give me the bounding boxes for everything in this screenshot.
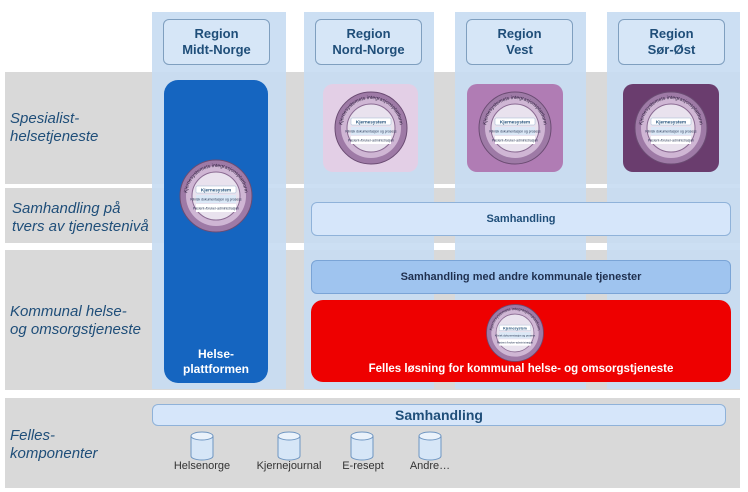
database-icon-e-resept (350, 431, 374, 466)
svg-text:Klinisk dokumentasjon og prose: Klinisk dokumentasjon og prosess (495, 334, 536, 338)
felles-losning-label: Felles løsning for kommunal helse- og om… (368, 363, 674, 375)
region-vest: Region Vest (466, 19, 573, 65)
database-icon-helsenorge (190, 431, 214, 466)
component-label-e-resept: E-resept (342, 460, 384, 472)
ring-helseplattformen: Kjernesystemets integrasjonsplattform Kj… (179, 159, 253, 233)
ring-vest: Kjernesystemets integrasjonsplattform Kj… (478, 91, 552, 165)
ring-felles: Kjernesystemets integrasjonsplattform Kj… (486, 304, 544, 362)
region-line2: Sør-Øst (647, 42, 696, 57)
region-line1: Region (194, 26, 239, 41)
row-label-spesialist: Spesialist- helsetjeneste (10, 110, 99, 145)
region-line2: Nord-Norge (332, 42, 405, 57)
database-icon-andre (418, 431, 442, 466)
region-midt-norge: Region Midt-Norge (163, 19, 270, 65)
samhandling-bar: Samhandling (311, 202, 731, 236)
svg-text:Pasient-/bruker-administrasjon: Pasient-/bruker-administrasjon (648, 139, 694, 143)
svg-text:Pasient-/bruker-administrasjon: Pasient-/bruker-administrasjon (497, 341, 534, 345)
row-label-samhandling: Samhandling på tvers av tjenestenivå (12, 200, 149, 235)
row-label-kommunal: Kommunal helse- og omsorgstjeneste (10, 303, 141, 338)
helseplattformen-label: Helse- plattformen (183, 347, 249, 376)
svg-text:Pasient-/bruker-administrasjon: Pasient-/bruker-administrasjon (348, 139, 394, 143)
svg-text:Kjernesystem: Kjernesystem (503, 326, 527, 330)
svg-text:Kjernesystem: Kjernesystem (500, 120, 530, 125)
region-nord-norge: Region Nord-Norge (315, 19, 422, 65)
svg-text:Klinisk dokumentasjon og prose: Klinisk dokumentasjon og prosess (489, 130, 541, 134)
region-line1: Region (346, 26, 391, 41)
ring-sor-ost: Kjernesystemets integrasjonsplattform Kj… (634, 91, 708, 165)
samhandling-bottom-bar: Samhandling (152, 404, 726, 426)
region-line1: Region (649, 26, 694, 41)
svg-text:Kjernesystem: Kjernesystem (656, 120, 686, 125)
region-sor-ost: Region Sør-Øst (618, 19, 725, 65)
svg-text:Pasient-/bruker-administrasjon: Pasient-/bruker-administrasjon (193, 207, 239, 211)
region-line1: Region (497, 26, 542, 41)
region-line2: Midt-Norge (182, 42, 251, 57)
row-label-felles: Felles- komponenter (10, 427, 98, 462)
region-line2: Vest (506, 42, 533, 57)
database-icon-kjernejournal (277, 431, 301, 466)
samhandling-kommunal-bar: Samhandling med andre kommunale tjeneste… (311, 260, 731, 294)
component-label-andre: Andre… (409, 460, 451, 472)
svg-text:Klinisk dokumentasjon og prose: Klinisk dokumentasjon og prosess (645, 130, 697, 134)
svg-text:Pasient-/bruker-administrasjon: Pasient-/bruker-administrasjon (492, 139, 538, 143)
svg-text:Klinisk dokumentasjon og prose: Klinisk dokumentasjon og prosess (345, 130, 397, 134)
component-label-helsenorge: Helsenorge (173, 460, 231, 472)
svg-text:Kjernesystem: Kjernesystem (201, 188, 231, 193)
component-label-kjernejournal: Kjernejournal (256, 460, 322, 472)
svg-text:Klinisk dokumentasjon og prose: Klinisk dokumentasjon og prosess (190, 198, 242, 202)
svg-text:Kjernesystem: Kjernesystem (356, 120, 386, 125)
ring-nord-norge: Kjernesystemets integrasjonsplattform Kj… (334, 91, 408, 165)
